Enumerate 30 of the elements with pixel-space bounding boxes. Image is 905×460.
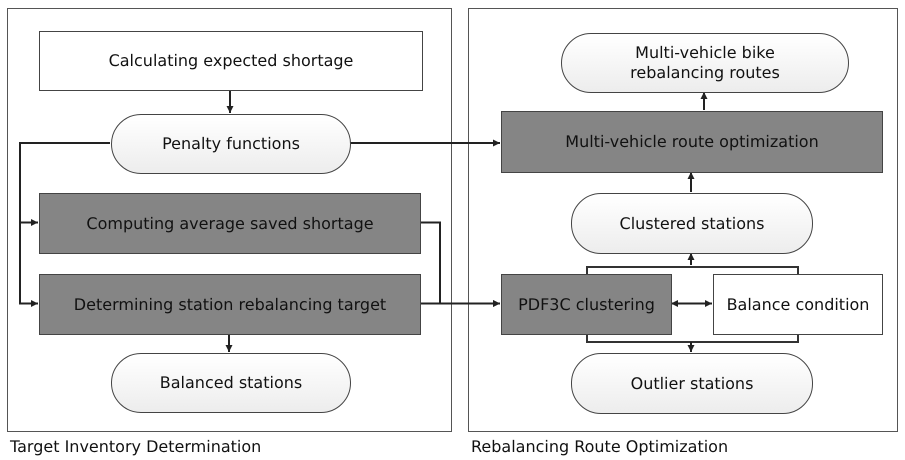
arrow: [226, 90, 234, 113]
process-box: [501, 111, 883, 173]
process-box: [39, 193, 421, 254]
arrow: [420, 300, 500, 307]
process-box: [501, 274, 672, 335]
node-label: Determining station rebalancing target: [72, 294, 388, 314]
bracket-line: [586, 335, 799, 343]
process-box: [39, 31, 423, 91]
panel-heading: Rebalancing Route Optimization: [471, 437, 728, 457]
node-label: Outlier stations: [630, 374, 754, 394]
node-label: Calculating expected shortage: [108, 51, 354, 71]
node-label: Computing average saved shortage: [85, 214, 375, 234]
node-label: Balance condition: [726, 294, 870, 314]
node-label: Balanced stations: [158, 373, 304, 393]
process-box: [713, 274, 883, 335]
arrow: [19, 142, 110, 307]
arrow: [671, 300, 712, 307]
node-label: PDF3C clustering: [517, 294, 656, 314]
panel-heading: Target Inventory Determination: [10, 437, 262, 457]
arrow: [700, 92, 708, 110]
process-box: [39, 274, 421, 335]
arrow: [226, 334, 232, 352]
node-label: Clustered stations: [618, 214, 766, 234]
node-label: Multi-vehicle bike rebalancing routes: [629, 43, 781, 83]
arrow: [688, 342, 694, 352]
arrow: [688, 172, 694, 192]
node-label: Penalty functions: [161, 134, 301, 154]
node-label: Multi-vehicle route optimization: [564, 132, 820, 152]
arrow: [350, 140, 500, 146]
arrow: [688, 253, 694, 265]
